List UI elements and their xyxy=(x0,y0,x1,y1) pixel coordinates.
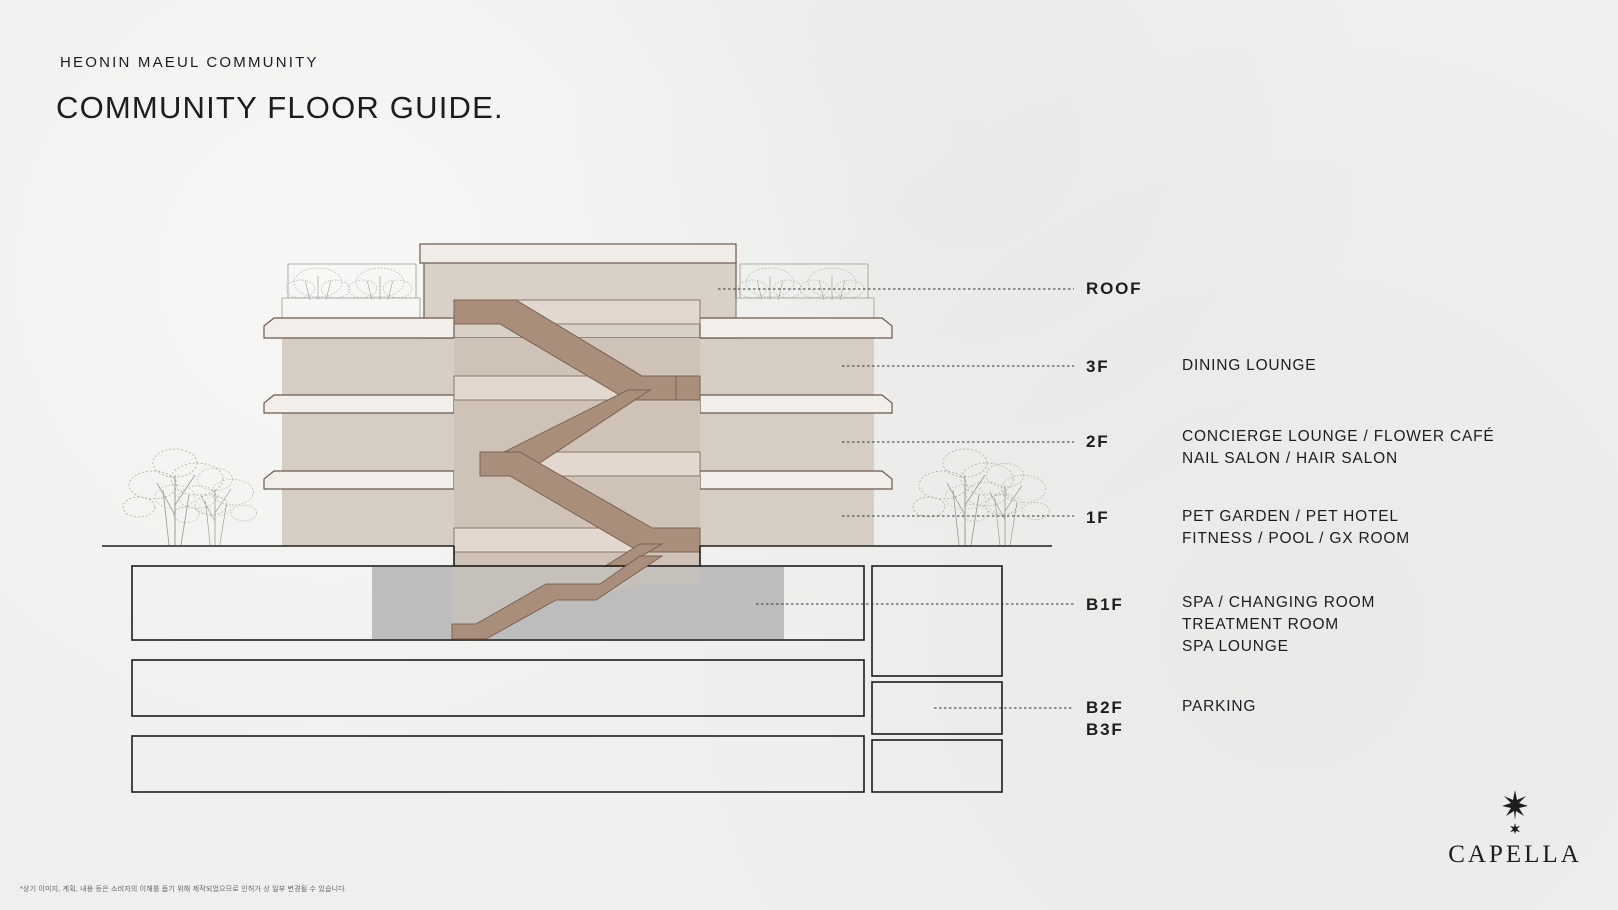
floor-desc-line: SPA / CHANGING ROOM xyxy=(1182,594,1376,611)
tree-right xyxy=(912,448,1050,546)
floor-desc-3f: DINING LOUNGE xyxy=(1182,355,1316,377)
basement-b2f xyxy=(131,659,865,717)
ramp-block-lower xyxy=(871,739,1003,793)
floor-label-1f: 1F xyxy=(1086,508,1110,527)
floor-label-b3f: B3F xyxy=(1086,720,1124,739)
floor-desc-line: DINING LOUNGE xyxy=(1182,357,1317,374)
floor-label-b1f: B1F xyxy=(1086,595,1124,614)
ramp-block-upper xyxy=(871,565,1003,677)
logo-text: CAPELLA xyxy=(1448,841,1582,868)
leader-lines xyxy=(718,288,1074,709)
floor-desc-line: FITNESS / POOL / GX ROOM xyxy=(1182,530,1410,547)
floor-desc-line: TREATMENT ROOM xyxy=(1182,616,1340,633)
floor-label-b2f: B2F xyxy=(1086,698,1124,717)
ramp-block-middle xyxy=(871,681,1003,735)
footnote-disclaimer: *상기 이미지, 계획, 내용 등은 소비자의 이해를 돕기 위해 제작되었으므… xyxy=(20,886,348,893)
basement-b3f xyxy=(131,735,865,793)
floor-label-3f: 3F xyxy=(1086,357,1110,376)
floor-desc-2f: CONCIERGE LOUNGE / FLOWER CAFÉ NAIL SALO… xyxy=(1182,426,1495,470)
page-title: COMMUNITY FLOOR GUIDE. xyxy=(56,90,504,125)
floor-desc-1f: PET GARDEN / PET HOTEL FITNESS / POOL / … xyxy=(1182,506,1410,550)
floor-label-2f: 2F xyxy=(1086,432,1110,451)
roof-garden-right xyxy=(735,263,875,319)
basement-b1f xyxy=(131,555,865,641)
roof-canopy xyxy=(419,243,737,264)
floor-desc-b2f: PARKING xyxy=(1182,696,1256,718)
star-icon xyxy=(1502,790,1528,834)
floor-desc-line: CONCIERGE LOUNGE / FLOWER CAFÉ xyxy=(1182,428,1495,445)
floor-desc-b1f: SPA / CHANGING ROOM TREATMENT ROOM SPA L… xyxy=(1182,592,1375,658)
floor-slabs xyxy=(263,317,893,490)
floor-desc-line: NAIL SALON / HAIR SALON xyxy=(1182,450,1398,467)
page-subtitle: HEONIN MAEUL COMMUNITY xyxy=(60,54,319,71)
floor-desc-line: SPA LOUNGE xyxy=(1182,638,1289,655)
tree-left xyxy=(122,448,258,546)
floor-desc-line: PET GARDEN / PET HOTEL xyxy=(1182,508,1399,525)
roof-garden-left xyxy=(281,263,421,319)
capella-logo: CAPELLA xyxy=(1440,790,1590,869)
floor-label-roof: ROOF xyxy=(1086,279,1143,298)
floor-desc-line: PARKING xyxy=(1182,698,1257,715)
